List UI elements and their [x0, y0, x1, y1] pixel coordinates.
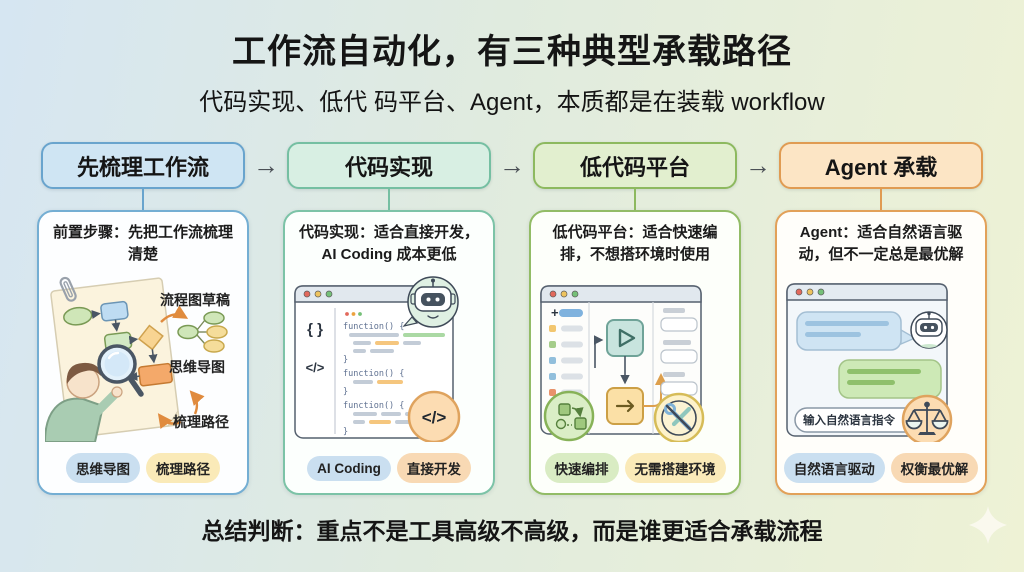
chat-window: 输入自然语言指令 [786, 283, 948, 437]
badge-row: 快速编排 无需搭建环境 [537, 453, 733, 483]
flow-canvas [593, 319, 667, 425]
flow-step-agent: Agent 承载 [779, 142, 983, 189]
curved-arrow [189, 390, 205, 415]
badge-ai-coding: AI Coding [307, 455, 391, 481]
sparkle-icon [969, 506, 1007, 544]
card-row: 前置步骤：先把工作流梳理清楚 [37, 189, 987, 495]
wrench-icon [664, 403, 676, 415]
badge-no-setup: 无需搭建环境 [624, 453, 726, 483]
magnifier-icon [97, 344, 144, 397]
code-text: } [343, 427, 348, 437]
card-lowcode: 低代码平台：适合快速编排，不想搭环境时使用 [529, 189, 741, 495]
arrow-right-icon [615, 399, 635, 413]
window-controls [303, 290, 333, 298]
window-controls [795, 288, 825, 296]
code-text: } [343, 387, 348, 397]
add-icon: + [551, 305, 559, 320]
code-text: function() { [343, 369, 404, 379]
page-title: 工作流自动化，有三种典型承载路径 [232, 33, 792, 71]
summary-text: 总结判断：重点不是工具高级不高级，而是谁更适合承载流程 [201, 518, 823, 544]
connector-line [634, 189, 636, 210]
annotation-sort-path: 梳理路径 [173, 414, 229, 430]
flow-step-lowcode: 低代码平台 [533, 142, 737, 189]
card-description: Agent：适合自然语言驱动，但不一定总是最优解 [798, 224, 964, 263]
card-description: 前置步骤：先把工作流梳理清楚 [52, 224, 233, 263]
user-message-bubble [796, 311, 917, 351]
mind-map-sketch [177, 311, 228, 353]
code-tag-icon: </> [306, 360, 325, 375]
code-editor-illustration: { } </> function() { } function() { } fu… [294, 276, 461, 442]
connector-line [880, 189, 882, 210]
badge-natural-language: 自然语言驱动 [783, 453, 885, 483]
config-panel [660, 308, 698, 396]
flow-step-label: 代码实现 [344, 154, 433, 180]
robot-icon [402, 276, 459, 328]
code-text: function() { [343, 322, 404, 332]
play-node [606, 319, 644, 357]
flow-step-label: 先梳理工作流 [76, 154, 209, 180]
paperclip-icon [59, 276, 77, 302]
screwdriver-icon [671, 406, 692, 427]
agent-chat-illustration: 输入自然语言指令 [786, 283, 953, 442]
flow-step-label: Agent 承载 [824, 154, 938, 180]
card-description: 低代码平台：适合快速编排，不想搭环境时使用 [552, 224, 718, 263]
card-description: 代码实现：适合直接开发，AI Coding 成本更低 [298, 224, 479, 263]
balance-scale-badge-icon [901, 394, 953, 442]
connector-line [142, 189, 144, 210]
code-tag-glyph: </> [422, 408, 447, 427]
badge-sort-path: 梳理路径 [146, 453, 220, 483]
card-agent: Agent：适合自然语言驱动，但不一定总是最优解 [775, 189, 987, 495]
badge-row: 思维导图 梳理路径 [45, 453, 241, 483]
arrow-right-icon: → [745, 150, 771, 180]
card-sort-workflow: 前置步骤：先把工作流梳理清楚 [37, 189, 249, 495]
code-text: } [343, 355, 348, 365]
person-figure [45, 362, 123, 442]
badge-tradeoff: 权衡最优解 [890, 453, 979, 483]
badge-direct-dev: 直接开发 [396, 453, 471, 483]
no-setup-badge-icon [653, 392, 705, 442]
badge-mindmap: 思维导图 [66, 453, 140, 483]
flow-step-sort-workflow: 先梳理工作流 [41, 142, 245, 189]
sort-workflow-illustration: 流程图草稿 思维导图 梳理路径 [45, 276, 230, 442]
badge-row: 自然语言驱动 权衡最优解 [783, 453, 979, 483]
curved-arrow [160, 305, 189, 323]
orchestrate-badge-icon [543, 390, 595, 442]
play-icon [618, 328, 636, 348]
annotation-flowchart-draft: 流程图草稿 [160, 292, 230, 308]
code-badge-icon: </> [407, 390, 461, 442]
card-code: 代码实现：适合直接开发，AI Coding 成本更低 { } </> f [283, 189, 495, 495]
code-text: function() { [343, 401, 404, 411]
badge-row: AI Coding 直接开发 [291, 453, 487, 483]
annotation-mindmap: 思维导图 [169, 359, 225, 375]
chat-input-text: 输入自然语言指令 [803, 413, 895, 427]
arrow-right-icon: → [499, 150, 525, 180]
slash-icon [665, 404, 693, 432]
page-subtitle: 代码实现、低代 码平台、Agent，本质都是在装载 workflow [199, 89, 825, 116]
code-lines: function() { } function() { } function()… [343, 322, 445, 437]
window-controls [549, 290, 579, 298]
badge-fast-orchestrate: 快速编排 [544, 453, 619, 483]
curved-arrow [157, 413, 182, 429]
connector-line [388, 189, 390, 210]
braces-icon: { } [307, 321, 323, 338]
lowcode-platform-illustration: + [540, 285, 705, 442]
flow-step-label: 低代码平台 [579, 154, 690, 180]
arrow-right-icon: → [253, 150, 279, 180]
flow-step-code: 代码实现 [287, 142, 491, 189]
flow-step-row: 先梳理工作流 → 代码实现 → 低代码平台 → Agent 承载 [37, 142, 987, 189]
